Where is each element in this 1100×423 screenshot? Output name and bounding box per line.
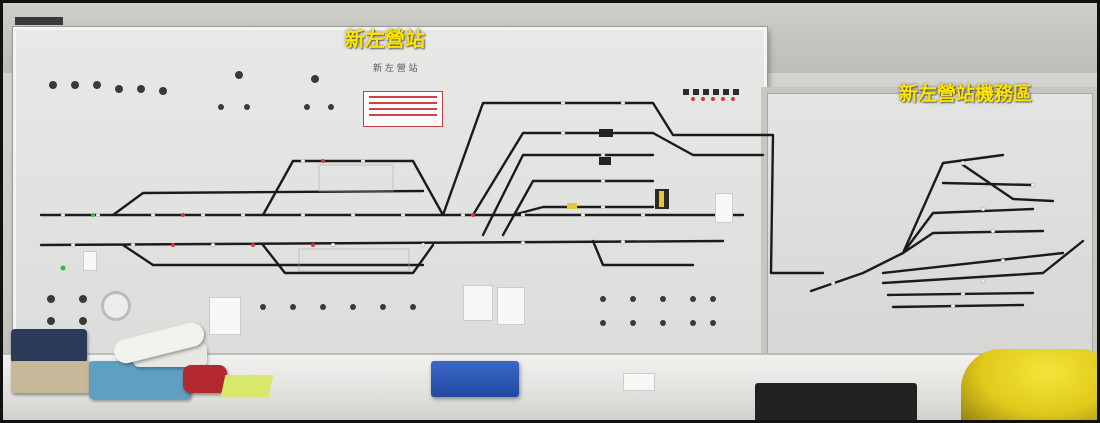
platform-outline — [318, 164, 394, 192]
track-yard-2 — [481, 153, 655, 237]
track-siding — [591, 239, 695, 267]
depot-track-3 — [901, 229, 1045, 255]
depot-label: 新左營站機務區 — [899, 83, 1033, 105]
depot-track-10 — [1041, 239, 1085, 275]
notice-paper-4 — [715, 193, 733, 223]
control-buttons — [47, 71, 716, 326]
keypad-device — [11, 329, 87, 363]
platform-outline-2 — [298, 248, 410, 272]
depot-track-6 — [886, 291, 1035, 297]
yellow-paper — [220, 375, 274, 397]
notice-paper-2 — [463, 285, 493, 321]
track-loop-a — [111, 189, 425, 217]
track-yard-4 — [511, 205, 655, 217]
signal-lamps-green — [60, 213, 95, 271]
track-loop-b — [121, 243, 425, 267]
indicator-black-2 — [599, 157, 611, 165]
track-yard-3 — [501, 179, 655, 237]
monitor — [755, 383, 917, 420]
telephone-icon — [89, 361, 191, 399]
track-yard-join — [651, 131, 765, 157]
chair-icon — [961, 349, 1097, 420]
radio-unit — [11, 361, 91, 393]
depot-track-8 — [941, 181, 1035, 187]
route-lamps — [60, 100, 1036, 309]
depot-signal-panel — [761, 87, 1097, 367]
notice-paper-3 — [497, 287, 525, 325]
depot-track-9 — [961, 163, 1055, 203]
depot-track-7 — [891, 303, 1025, 309]
red-telephone-icon — [183, 365, 227, 393]
indicator-box-stripe — [659, 191, 664, 207]
indicator-bank — [683, 89, 739, 95]
track-to-depot — [761, 133, 825, 275]
panel-caption: 新 左 營 站 — [373, 64, 418, 74]
warning-placard — [363, 91, 443, 127]
depot-track-5 — [881, 271, 1045, 285]
main-track-lower — [39, 239, 725, 247]
dial-knob — [101, 291, 131, 321]
corner-tag — [15, 17, 63, 25]
desk-card — [623, 373, 655, 391]
depot-track-2 — [901, 207, 1035, 255]
indicator-black-1 — [599, 129, 613, 137]
notice-paper-1 — [209, 297, 241, 335]
track-diagram — [39, 71, 1085, 326]
depot-track-4 — [881, 251, 1065, 275]
notice-paper-5 — [83, 251, 97, 271]
binder-icon — [431, 361, 519, 397]
main-station-label: 新左營站 — [345, 27, 425, 51]
track-branch-up — [441, 101, 765, 217]
track-loop-c — [261, 159, 445, 217]
signal-lamps-red — [171, 97, 735, 247]
indicator-yellow — [567, 203, 577, 209]
track-loop-d — [261, 243, 435, 275]
